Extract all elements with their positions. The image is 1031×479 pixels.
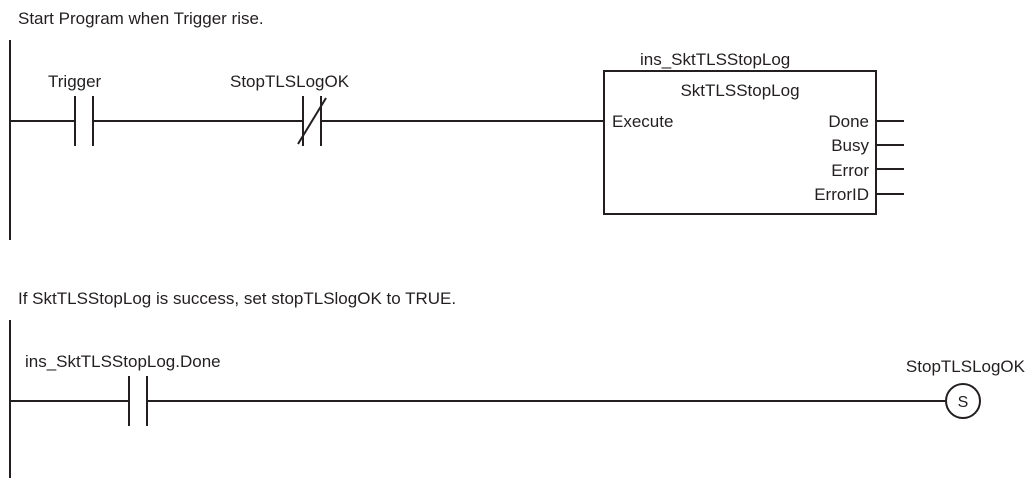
rung2-contact-done[interactable] <box>128 376 148 426</box>
set-coil-symbol: S <box>958 394 969 411</box>
output-pin-errorid: ErrorID <box>814 185 869 204</box>
output-pin-done: Done <box>828 112 869 131</box>
rung1-contact-stop-label: StopTLSLogOK <box>230 72 350 91</box>
rung2-contact-done-label: ins_SktTLSStopLog.Done <box>25 352 221 371</box>
rung1-comment: Start Program when Trigger rise. <box>18 9 264 28</box>
function-block-instance-name: ins_SktTLSStopLog <box>640 50 790 69</box>
rung1-contact-trigger[interactable] <box>74 96 94 146</box>
rung1-contact-trigger-label: Trigger <box>48 72 102 91</box>
function-block[interactable] <box>603 70 904 215</box>
set-coil[interactable] <box>945 383 981 419</box>
function-block-type-name: SktTLSStopLog <box>680 81 799 100</box>
input-pin-execute: Execute <box>612 112 673 131</box>
output-pin-busy: Busy <box>831 136 869 155</box>
set-coil-label: StopTLSLogOK <box>906 357 1026 376</box>
rung2-comment: If SktTLSStopLog is success, set stopTLS… <box>18 289 456 308</box>
output-pin-error: Error <box>831 161 869 180</box>
